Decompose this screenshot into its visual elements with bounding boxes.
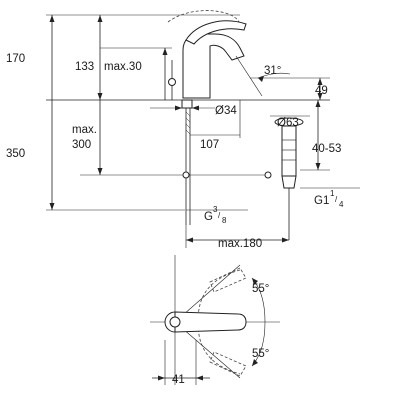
svg-text:3: 3 [213, 205, 218, 214]
svg-text:4: 4 [339, 200, 344, 209]
popup-knob [168, 78, 176, 86]
faucet-top-lever [174, 311, 247, 333]
side-view [46, 10, 360, 248]
label-drain-thread: G1 1 / 4 [314, 189, 344, 209]
label-angle-top: 55° [252, 283, 269, 295]
label-angle-bottom: 55° [252, 348, 269, 360]
shank-hatch [185, 111, 191, 135]
label-drain-diameter: Ø63 [277, 117, 299, 129]
svg-text:G: G [204, 211, 213, 223]
label-lever-offset: 41 [172, 374, 185, 386]
lever-ghost-lower [209, 351, 247, 377]
svg-text:/: / [218, 211, 221, 220]
label-drain-range: 40-53 [312, 143, 341, 155]
label-total-height: 350 [6, 148, 25, 160]
svg-text:8: 8 [222, 216, 227, 225]
label-spout-top: 170 [6, 53, 25, 65]
lever-ghost-upper [209, 267, 247, 293]
lever-rotation-arc [197, 269, 241, 375]
label-mount-max: max. [72, 124, 97, 136]
label-lever-travel-b: max.30 [104, 61, 142, 73]
label-inlet-reach: max.180 [218, 238, 262, 250]
label-hole-diameter: Ø34 [215, 105, 237, 117]
label-spout-reach: 107 [200, 139, 219, 151]
rod-connector [182, 171, 190, 179]
label-inlet-thread: G 3 / 8 [204, 205, 227, 225]
svg-text:G1: G1 [314, 195, 329, 207]
label-mount-max-value: 300 [72, 139, 91, 151]
spout-angle-line [235, 55, 263, 97]
top-view [150, 255, 280, 385]
label-spout-height: 49 [315, 85, 328, 97]
svg-text:1: 1 [330, 189, 335, 198]
drain-body [281, 125, 297, 177]
mounting-nut [181, 99, 193, 109]
label-spout-angle: 31° [264, 65, 281, 77]
label-lever-travel-a: 133 [75, 61, 94, 73]
faucet-lever [185, 20, 247, 45]
svg-text:/: / [335, 195, 338, 204]
drain-assembly [274, 117, 304, 240]
drain-tailpiece [281, 175, 297, 189]
